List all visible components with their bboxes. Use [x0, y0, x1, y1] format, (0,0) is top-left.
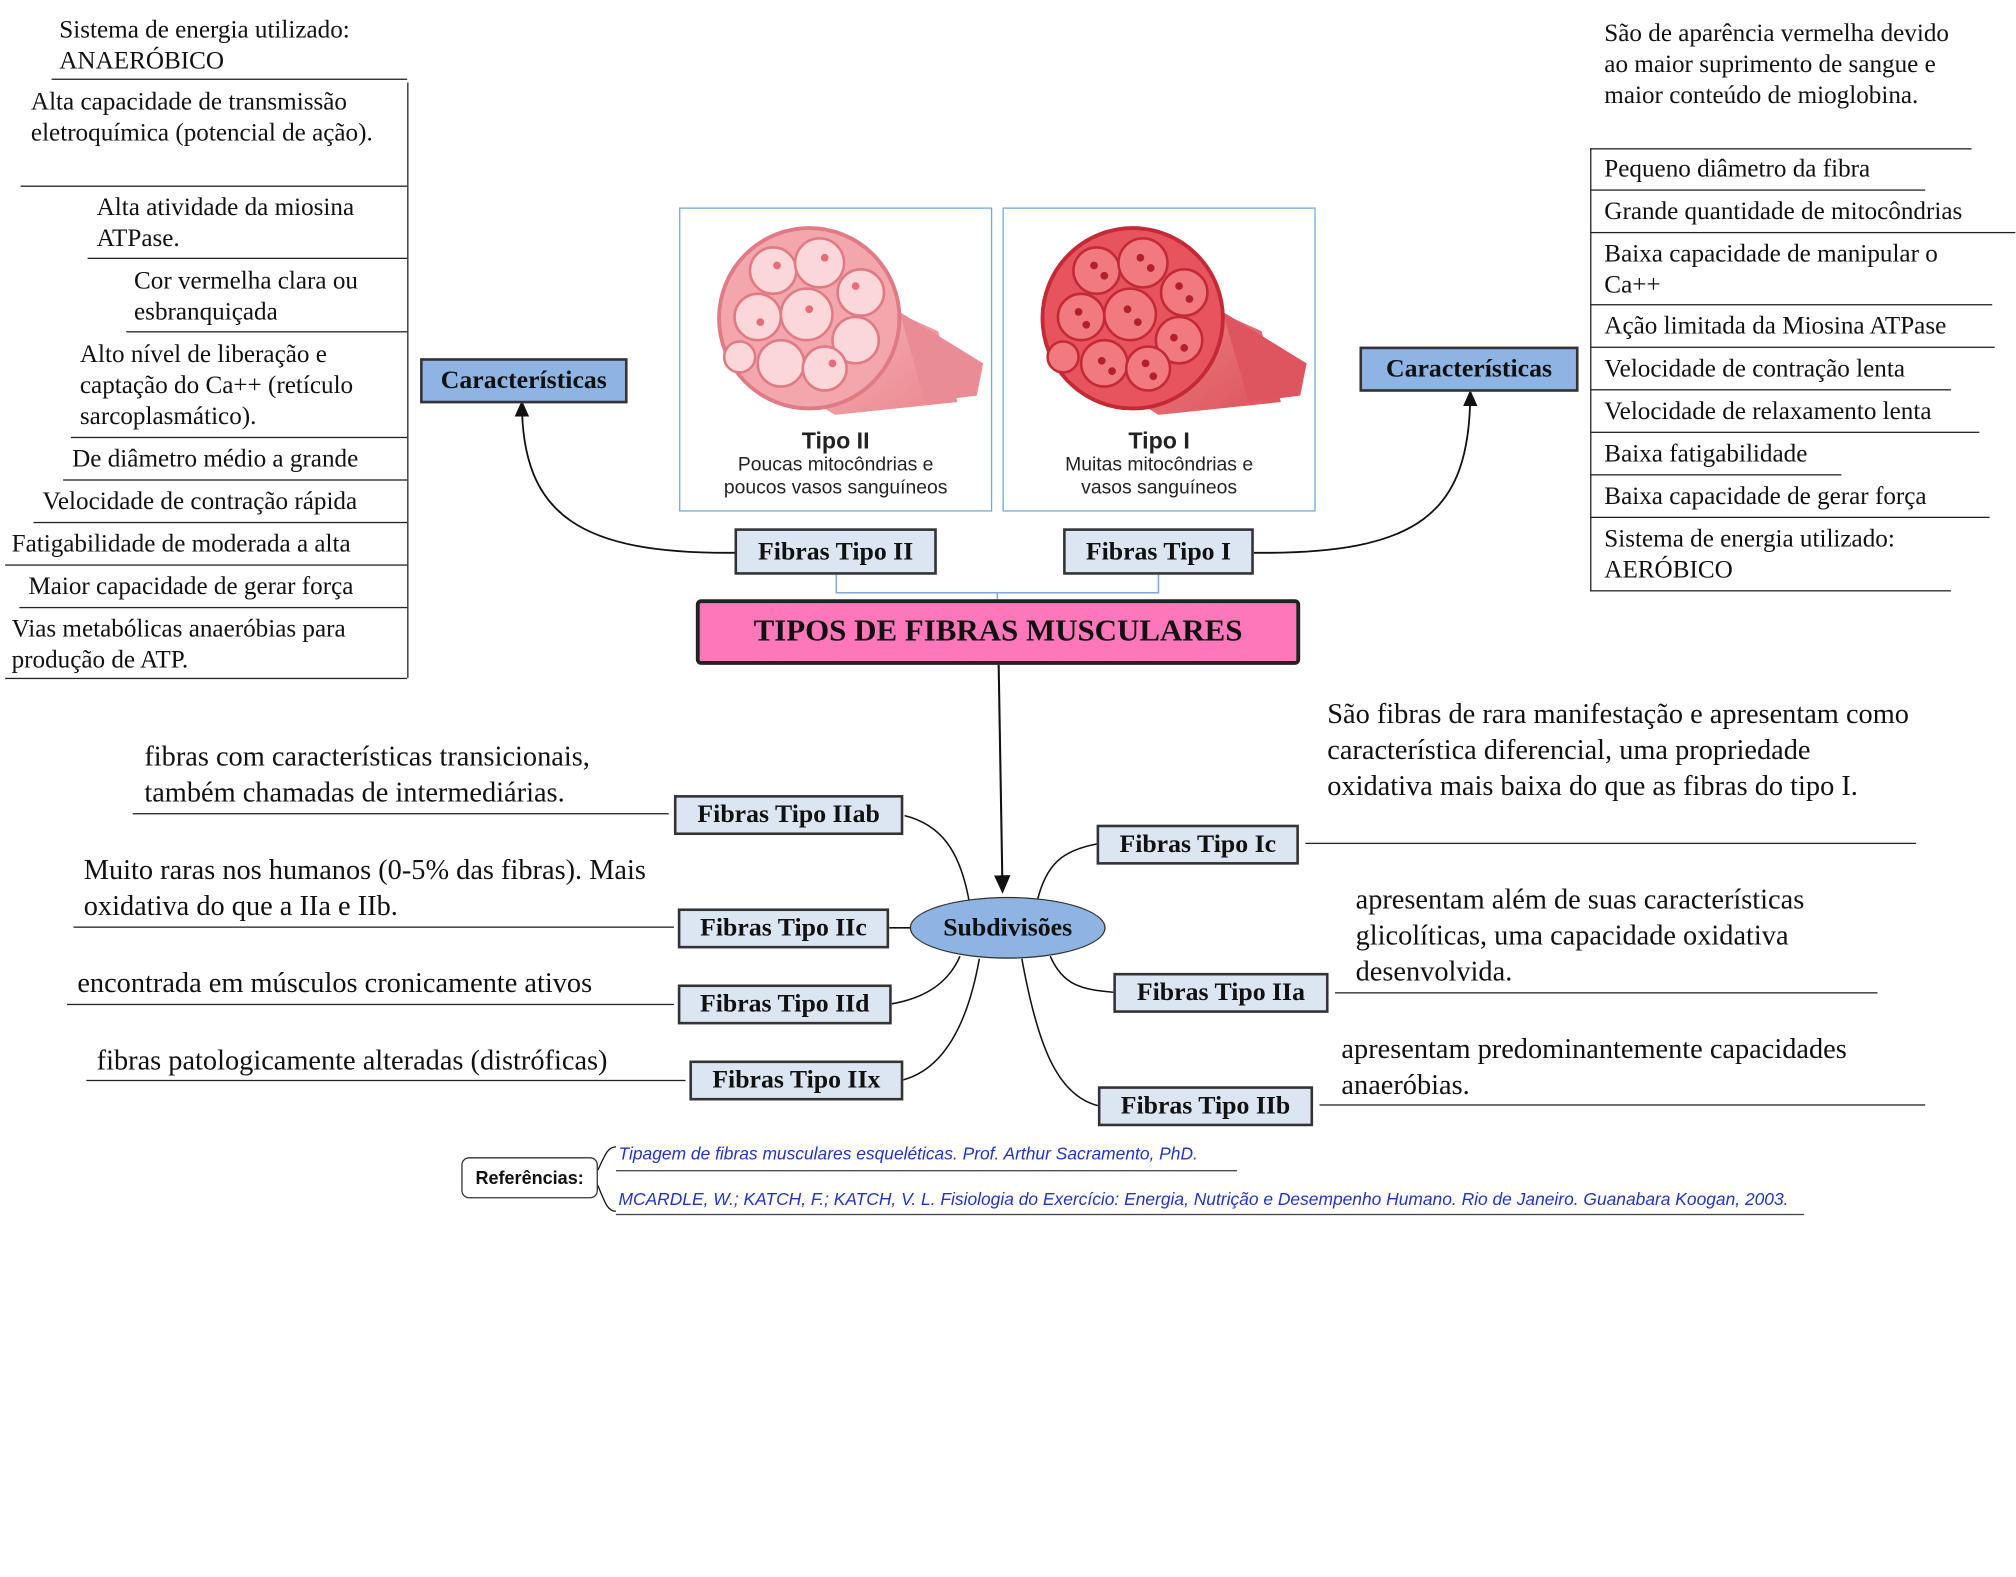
node-fibras-tipo-iiab[interactable]: Fibras Tipo IIab	[673, 795, 904, 836]
char-underline	[5, 564, 408, 566]
char-item: Ação limitada da Miosina ATPase	[1604, 313, 1947, 341]
subdivisions-node[interactable]: Subdivisões	[909, 896, 1106, 959]
node-fibras-tipo-iid[interactable]: Fibras Tipo IId	[677, 984, 892, 1025]
char-item: Sistema de energia utilizado: ANAERÓBICO	[59, 16, 350, 75]
char-item: Velocidade de relaxamento lenta	[1604, 398, 1932, 426]
char-item: Baixa capacidade de manipular o Ca++	[1604, 240, 1938, 299]
char-underline	[63, 479, 408, 481]
references-label: Referências:	[461, 1157, 598, 1199]
references-label-text: Referências:	[475, 1167, 584, 1189]
subdivision-desc: Muito raras nos humanos (0-5% das fibras…	[83, 853, 646, 922]
node-fibras-tipo-ii[interactable]: Fibras Tipo II	[734, 528, 937, 575]
char-underline	[1590, 431, 1980, 433]
desc-underline	[73, 926, 674, 928]
muscle-bundle-icon	[717, 226, 984, 415]
muscle-bundle-icon	[1040, 226, 1307, 415]
char-underline	[126, 331, 408, 333]
node-label: Fibras Tipo IIx	[712, 1065, 881, 1095]
subdivision-desc: fibras com características transicionais…	[144, 739, 590, 808]
title-text: TIPOS DE FIBRAS MUSCULARES	[753, 614, 1243, 649]
char-underline	[1590, 231, 2016, 234]
image-caption: vasos sanguíneos	[1081, 476, 1237, 499]
char-item: Velocidade de contração rápida	[42, 488, 358, 516]
char-node-type-ii[interactable]: Características	[420, 358, 628, 404]
char-underline	[1590, 189, 1926, 191]
fiber-image-type-i: Tipo I Muitas mitocôndrias e vasos sangu…	[1002, 207, 1316, 512]
node-label: Fibras Tipo IIab	[697, 800, 880, 829]
reference-item[interactable]: MCARDLE, W.; KATCH, F.; KATCH, V. L. Fis…	[618, 1189, 1789, 1209]
char-item: Sistema de energia utilizado: AERÓBICO	[1604, 525, 1895, 584]
node-label: Fibras Tipo IIc	[700, 913, 867, 942]
desc-underline	[1319, 1104, 1926, 1106]
desc-underline	[67, 1003, 674, 1006]
connector-lines	[514, 389, 1478, 1212]
char-node-label: Características	[1385, 354, 1552, 383]
char-underline	[1590, 516, 1990, 519]
reference-underline	[615, 1213, 1805, 1216]
char-item: Maior capacidade de gerar força	[28, 573, 354, 601]
subdivision-desc: apresentam predominantemente capacidades…	[1341, 1032, 1847, 1101]
char-item: Fatigabilidade de moderada a alta	[11, 530, 351, 558]
right-chars-bracket	[1590, 148, 1592, 592]
subdivision-desc: fibras patologicamente alteradas (distró…	[96, 1043, 608, 1076]
char-underline	[5, 677, 408, 680]
left-chars-bracket	[407, 82, 409, 678]
char-item: Alta capacidade de transmissão eletroquí…	[30, 88, 373, 147]
char-item: Alto nível de liberação e captação do Ca…	[79, 341, 354, 431]
node-fibras-tipo-iib[interactable]: Fibras Tipo IIb	[1097, 1086, 1314, 1127]
node-fibras-tipo-iia[interactable]: Fibras Tipo IIa	[1113, 972, 1329, 1013]
char-underline	[33, 521, 408, 524]
char-item: Baixa capacidade de gerar força	[1604, 483, 1927, 511]
char-underline	[1590, 346, 1995, 348]
subdivision-desc: São fibras de rara manifestação e aprese…	[1327, 697, 1909, 802]
image-caption: Poucas mitocôndrias e	[737, 453, 934, 476]
node-label: Fibras Tipo IId	[699, 989, 870, 1018]
desc-underline	[132, 813, 669, 815]
subdivision-desc: encontrada em músculos cronicamente ativ…	[77, 966, 593, 999]
char-underline	[1590, 590, 1951, 592]
node-label: Fibras Tipo I	[1085, 536, 1232, 566]
char-underline	[87, 257, 408, 260]
diagram-title[interactable]: TIPOS DE FIBRAS MUSCULARES	[695, 599, 1301, 665]
reference-underline	[615, 1170, 1238, 1172]
char-item: Velocidade de contração lenta	[1604, 355, 1905, 383]
subdivisions-label: Subdivisões	[943, 912, 1073, 942]
char-item: Vias metabólicas anaeróbias para produçã…	[11, 615, 346, 674]
char-item: Pequeno diâmetro da fibra	[1604, 155, 1871, 183]
char-underline	[19, 606, 408, 609]
char-item: De diâmetro médio a grande	[72, 445, 359, 473]
char-underline	[1590, 389, 1951, 391]
char-item: São de aparência vermelha devido ao maio…	[1604, 20, 1949, 110]
image-title: Tipo I	[1128, 427, 1190, 454]
node-fibras-tipo-ic[interactable]: Fibras Tipo Ic	[1096, 824, 1299, 865]
image-caption: poucos vasos sanguíneos	[723, 476, 948, 499]
char-item: Grande quantidade de mitocôndrias	[1604, 198, 1963, 226]
node-fibras-tipo-i[interactable]: Fibras Tipo I	[1063, 528, 1254, 575]
char-underline	[1590, 304, 1993, 306]
char-item: Alta atividade da miosina ATPase.	[96, 194, 355, 253]
node-label: Fibras Tipo IIb	[1120, 1091, 1291, 1120]
node-fibras-tipo-iix[interactable]: Fibras Tipo IIx	[689, 1060, 904, 1101]
char-node-type-i[interactable]: Características	[1359, 346, 1579, 392]
image-title: Tipo II	[801, 427, 870, 454]
image-caption: Muitas mitocôndrias e	[1065, 453, 1254, 476]
char-node-label: Características	[440, 365, 607, 395]
char-underline	[1590, 148, 1972, 150]
fiber-image-type-ii: Tipo II Poucas mitocôndrias e poucos vas…	[679, 207, 993, 512]
node-label: Fibras Tipo II	[758, 536, 914, 566]
char-underline	[51, 78, 408, 80]
desc-underline	[1334, 992, 1878, 994]
char-item: Cor vermelha clara ou esbranquiçada	[134, 268, 358, 327]
char-underline	[70, 436, 408, 439]
desc-underline	[1305, 842, 1917, 845]
node-fibras-tipo-iic[interactable]: Fibras Tipo IIc	[677, 908, 890, 949]
char-underline	[1590, 474, 1842, 476]
node-label: Fibras Tipo Ic	[1119, 829, 1277, 859]
char-item: Baixa fatigabilidade	[1604, 440, 1808, 468]
node-label: Fibras Tipo IIa	[1136, 978, 1305, 1007]
reference-item[interactable]: Tipagem de fibras musculares esquelética…	[618, 1144, 1198, 1164]
desc-underline	[86, 1079, 686, 1082]
char-underline	[20, 185, 408, 187]
subdivision-desc: apresentam além de suas características …	[1355, 882, 1805, 988]
